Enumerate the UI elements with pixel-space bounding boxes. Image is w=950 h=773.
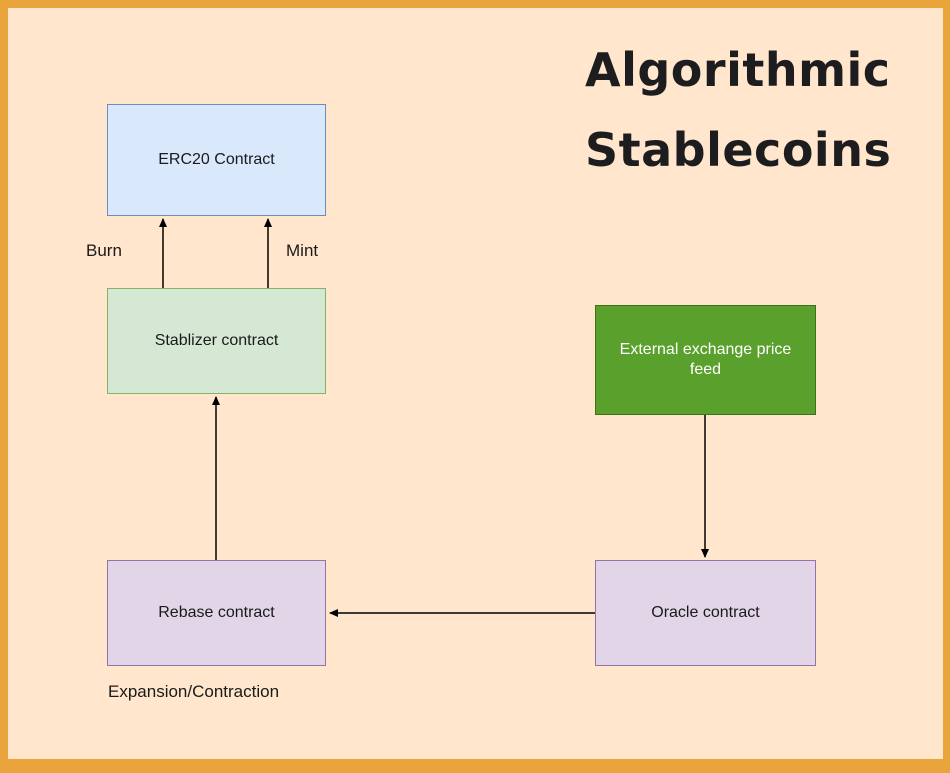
edge-label-expansion-contraction: Expansion/Contraction: [108, 682, 280, 701]
node-oracle-contract: Oracle contract: [595, 560, 816, 666]
node-erc20-contract: ERC20 Contract: [107, 104, 326, 216]
diagram-title: Algorithmic Stablecoins: [585, 30, 915, 190]
edge-label-burn: Burn: [86, 241, 122, 260]
node-erc20-label: ERC20 Contract: [158, 151, 275, 168]
node-external-exchange-price-feed: External exchange price feed: [595, 305, 816, 415]
node-oracle-label: Oracle contract: [651, 604, 760, 621]
node-stablizer-contract: Stablizer contract: [107, 288, 326, 394]
node-pricefeed-label: External exchange price feed: [619, 341, 792, 378]
node-stablizer-label: Stablizer contract: [154, 332, 279, 349]
edge-label-mint: Mint: [286, 241, 319, 260]
node-rebase-contract: Rebase contract: [107, 560, 326, 666]
diagram-title-line2: Stablecoins: [585, 123, 892, 177]
diagram-title-line1: Algorithmic: [585, 43, 891, 97]
node-rebase-label: Rebase contract: [158, 604, 275, 621]
